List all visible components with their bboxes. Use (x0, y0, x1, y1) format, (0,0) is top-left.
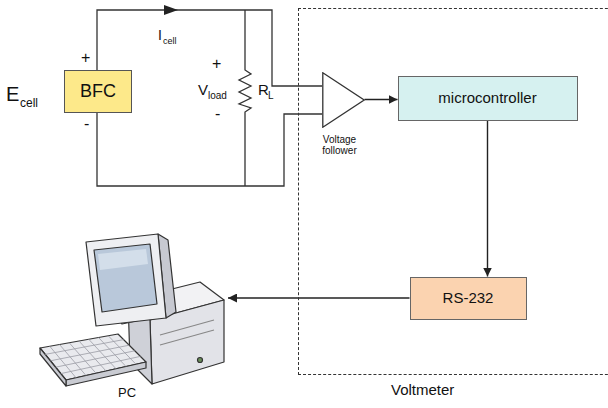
pc-node: PC (38, 228, 228, 404)
symbol-letter: E (6, 84, 19, 104)
voltage-follower: Voltage follower (322, 72, 365, 128)
serial-port-box: RS-232 (410, 277, 527, 320)
microcontroller-box: microcontroller (398, 76, 578, 121)
subscript: load (208, 91, 227, 101)
resistor-symbol (239, 10, 251, 186)
subscript: cell (163, 37, 177, 46)
data-arrow (365, 99, 398, 100)
amplifier-triangle (322, 72, 365, 128)
terminal-sign: + (81, 50, 90, 66)
node-label: microcontroller (438, 90, 536, 107)
wire (97, 113, 322, 186)
data-arrow (487, 121, 488, 277)
node-label: RS-232 (443, 290, 494, 307)
pc-illustration (40, 234, 224, 386)
subscript: L (268, 91, 274, 101)
voltmeter-region: VoltmeterVoltage followermicrocontroller… (298, 8, 608, 375)
fuel-cell-box: BFC (64, 70, 132, 113)
symbol-letter: I (158, 28, 162, 42)
node-label: BFC (80, 82, 116, 102)
node-label: Voltage follower (312, 134, 368, 156)
current-arrow (164, 5, 178, 15)
subscript: cell (20, 97, 38, 109)
data-arrow (228, 297, 410, 298)
node-label: PC (118, 386, 136, 400)
terminal-sign: - (215, 106, 220, 122)
symbol-letter: V (198, 82, 208, 97)
symbol-letter: R (258, 82, 269, 97)
terminal-sign: + (212, 56, 221, 72)
terminal-sign: - (84, 116, 89, 132)
node-label: Voltmeter (391, 382, 454, 399)
